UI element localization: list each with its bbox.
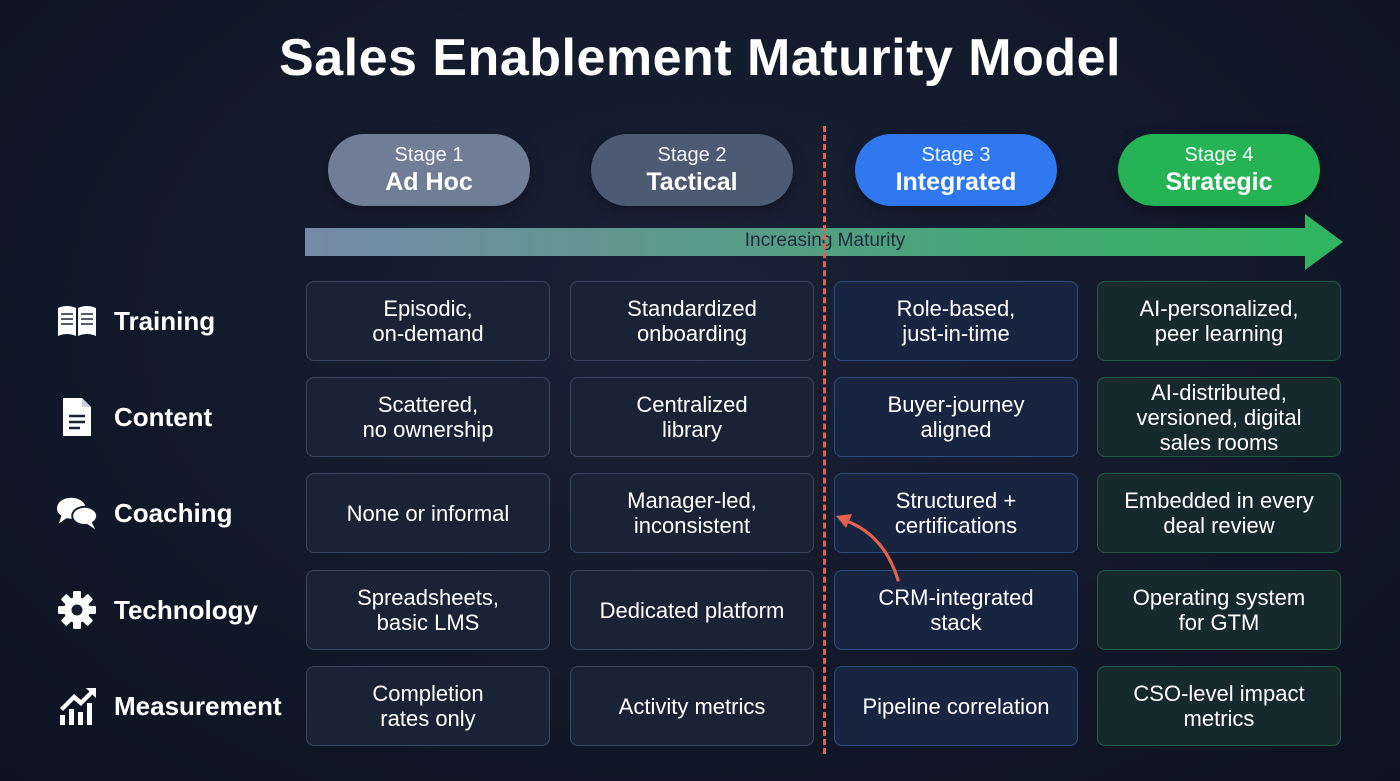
row-label-measurement: Measurement: [56, 666, 282, 746]
cell-coaching-stage-4: Embedded in every deal review: [1097, 473, 1341, 553]
cell-content-stage-3: Buyer-journey aligned: [834, 377, 1078, 457]
stage-1-number: Stage 1: [394, 144, 464, 166]
stage-4-pill: Stage 4 Strategic: [1118, 134, 1320, 206]
row-label-text: Measurement: [114, 690, 282, 721]
row-label-text: Coaching: [114, 497, 233, 528]
stage-2-pill: Stage 2 Tactical: [591, 134, 793, 206]
cell-technology-stage-3: CRM-integrated stack: [834, 570, 1078, 650]
cell-content-stage-2: Centralized library: [570, 377, 814, 457]
cell-measurement-stage-3: Pipeline correlation: [834, 666, 1078, 746]
cell-technology-stage-1: Spreadsheets, basic LMS: [306, 570, 550, 650]
cell-coaching-stage-1: None or informal: [306, 473, 550, 553]
row-label-text: Technology: [114, 594, 258, 625]
row-label-text: Content: [114, 401, 213, 432]
maturity-arrow-label: Increasing Maturity: [744, 230, 906, 251]
stage-3-name: Integrated: [895, 168, 1017, 196]
stage-2-name: Tactical: [646, 168, 738, 196]
stage-4-number: Stage 4: [1184, 144, 1254, 166]
cell-content-stage-4: AI-distributed, versioned, digital sales…: [1097, 377, 1341, 457]
stage-3-pill: Stage 3 Integrated: [855, 134, 1057, 206]
cell-technology-stage-4: Operating system for GTM: [1097, 570, 1341, 650]
chat-bubbles-icon: [56, 492, 98, 534]
cell-training-stage-2: Standardized onboarding: [570, 281, 814, 361]
stage-3-number: Stage 3: [921, 144, 991, 166]
stage-2-number: Stage 2: [657, 144, 727, 166]
cell-training-stage-4: AI-personalized, peer learning: [1097, 281, 1341, 361]
stage-4-name: Strategic: [1165, 168, 1273, 196]
row-label-text: Training: [114, 305, 216, 336]
row-label-technology: Technology: [56, 570, 258, 650]
stage-1-name: Ad Hoc: [385, 168, 473, 196]
cell-content-stage-1: Scattered, no ownership: [306, 377, 550, 457]
cell-training-stage-3: Role-based, just-in-time: [834, 281, 1078, 361]
row-label-coaching: Coaching: [56, 473, 232, 553]
book-icon: [56, 300, 98, 342]
page-title: Sales Enablement Maturity Model: [279, 29, 1121, 87]
stage-1-pill: Stage 1 Ad Hoc: [328, 134, 530, 206]
cell-coaching-stage-3: Structured + certifications: [834, 473, 1078, 553]
row-label-content: Content: [56, 377, 212, 457]
cell-coaching-stage-2: Manager-led, inconsistent: [570, 473, 814, 553]
document-icon: [56, 396, 98, 438]
cell-measurement-stage-1: Completion rates only: [306, 666, 550, 746]
stage-divider-line: [823, 126, 826, 754]
cell-training-stage-1: Episodic, on-demand: [306, 281, 550, 361]
annotation-arrow: [836, 514, 900, 582]
cell-measurement-stage-2: Activity metrics: [570, 666, 814, 746]
cell-technology-stage-2: Dedicated platform: [570, 570, 814, 650]
growth-chart-icon: [56, 685, 98, 727]
row-label-training: Training: [56, 281, 215, 361]
gear-icon: [56, 589, 98, 631]
cell-measurement-stage-4: CSO-level impact metrics: [1097, 666, 1341, 746]
